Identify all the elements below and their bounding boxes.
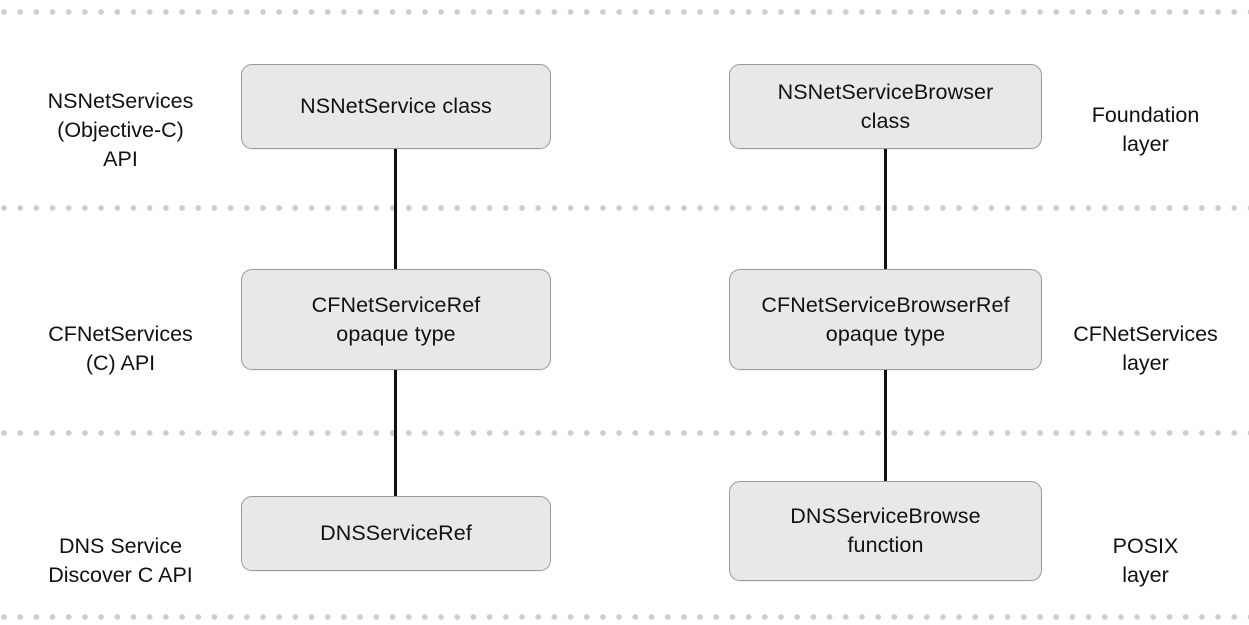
node-dnsservicebrowse-function-label: DNSServiceBrowse function (790, 504, 981, 557)
node-cfnetserviceref-label: CFNetServiceRef opaque type (311, 292, 481, 346)
layer-divider-cfnetservices-posix (0, 430, 1249, 436)
label-foundation-layer: Foundation layer (1042, 72, 1249, 159)
connector-nsnetservice-to-cfnetserviceref (394, 148, 397, 271)
label-foundation-layer-text: Foundation layer (1091, 103, 1200, 156)
connector-cfnetserviceref-to-dnsserviceref (394, 369, 397, 498)
label-dnssd-api: DNS Service Discover C API (0, 503, 241, 590)
connector-cfnetservicebrowserref-to-dnsservicebrowse (884, 369, 887, 484)
label-posix-layer: POSIX layer (1042, 503, 1249, 590)
label-cfnetservices-layer: CFNetServices layer (1042, 291, 1249, 378)
node-cfnetservicebrowserref[interactable]: CFNetServiceBrowserRef opaque type (729, 269, 1042, 370)
connector-nsnetservicebrowser-to-cfnetservicebrowserref (884, 148, 887, 271)
node-nsnetservice-class[interactable]: NSNetService class (241, 64, 551, 149)
layer-divider-top (0, 9, 1249, 15)
label-cfnetservices-api-text: CFNetServices (C) API (48, 322, 193, 375)
node-dnsserviceref-label: DNSServiceRef (320, 521, 472, 545)
label-dnssd-api-text: DNS Service Discover C API (48, 534, 193, 587)
node-cfnetservicebrowserref-label: CFNetServiceBrowserRef opaque type (761, 292, 1010, 346)
node-nsnetservicebrowser-class-label: NSNetServiceBrowser class (777, 79, 994, 133)
node-dnsserviceref[interactable]: DNSServiceRef (241, 496, 551, 571)
node-cfnetserviceref[interactable]: CFNetServiceRef opaque type (241, 269, 551, 370)
label-cfnetservices-api: CFNetServices (C) API (0, 291, 241, 378)
label-nsnetservices-api-text: NSNetServices (Objective-C) API (47, 89, 194, 171)
node-nsnetservice-class-label: NSNetService class (300, 94, 492, 118)
layer-divider-bottom (0, 614, 1249, 620)
layer-divider-foundation-cfnetservices (0, 205, 1249, 211)
label-nsnetservices-api: NSNetServices (Objective-C) API (0, 58, 241, 174)
label-posix-layer-text: POSIX layer (1112, 534, 1179, 587)
node-nsnetservicebrowser-class[interactable]: NSNetServiceBrowser class (729, 64, 1042, 149)
label-cfnetservices-layer-text: CFNetServices layer (1073, 322, 1218, 375)
node-dnsservicebrowse-function[interactable]: DNSServiceBrowse function (729, 481, 1042, 581)
